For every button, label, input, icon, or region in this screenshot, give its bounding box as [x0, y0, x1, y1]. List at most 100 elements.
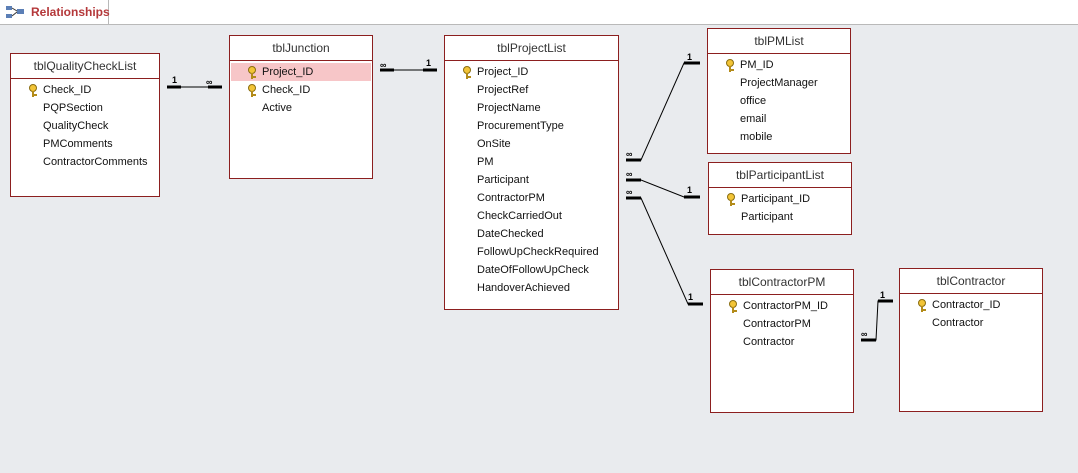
- field-name: Check_ID: [262, 84, 311, 96]
- field-row[interactable]: email: [708, 110, 850, 128]
- field-row[interactable]: ProjectManager: [708, 74, 850, 92]
- rel-many-label: ∞: [206, 77, 213, 87]
- field-name: Active: [262, 102, 292, 114]
- primary-key-icon: [29, 84, 37, 97]
- field-name: PM_ID: [740, 59, 774, 71]
- field-name: ProjectManager: [740, 77, 818, 89]
- table-tblContractorPM[interactable]: tblContractorPM ContractorPM_ID Contract…: [710, 269, 854, 413]
- field-row[interactable]: Check_ID: [11, 81, 159, 99]
- field-name: ProcurementType: [477, 120, 564, 132]
- field-row[interactable]: PQPSection: [11, 99, 159, 117]
- table-tblParticipantList[interactable]: tblParticipantList Participant_ID Partic…: [708, 162, 852, 235]
- field-name: PM: [477, 156, 494, 168]
- field-name: Participant: [741, 211, 793, 223]
- rel-many-label: ∞: [380, 60, 387, 70]
- field-row[interactable]: PM: [445, 153, 618, 171]
- field-name: ProjectRef: [477, 84, 529, 96]
- field-name: Project_ID: [477, 66, 529, 78]
- field-row[interactable]: QualityCheck: [11, 117, 159, 135]
- field-name: mobile: [740, 131, 773, 143]
- primary-key-icon: [463, 66, 471, 79]
- field-row[interactable]: DateChecked: [445, 225, 618, 243]
- field-row[interactable]: HandoverAchieved: [445, 279, 618, 297]
- rel-one-label: 1: [426, 58, 431, 68]
- field-row[interactable]: ProjectName: [445, 99, 618, 117]
- field-name: Participant_ID: [741, 193, 811, 205]
- primary-key-icon: [248, 66, 256, 79]
- table-title[interactable]: tblParticipantList: [709, 163, 851, 188]
- field-name: office: [740, 95, 767, 107]
- table-title[interactable]: tblPMList: [708, 29, 850, 54]
- table-title[interactable]: tblContractorPM: [711, 270, 853, 295]
- field-row[interactable]: FollowUpCheckRequired: [445, 243, 618, 261]
- field-row[interactable]: mobile: [708, 128, 850, 146]
- relationships-icon: [6, 6, 24, 18]
- field-name: ContractorPM_ID: [743, 300, 828, 312]
- relationships-tab[interactable]: Relationships: [0, 0, 110, 24]
- field-name: ContractorPM: [743, 318, 811, 330]
- table-tblPMList[interactable]: tblPMList PM_ID ProjectManager office em…: [707, 28, 851, 154]
- field-name: ProjectName: [477, 102, 541, 114]
- field-name: PMComments: [43, 138, 113, 150]
- field-name: Contractor: [743, 336, 795, 348]
- field-row[interactable]: Contractor_ID: [900, 296, 1042, 314]
- field-row-selected[interactable]: Project_ID: [231, 63, 371, 81]
- rel-one-label: 1: [688, 292, 693, 302]
- relationship-projectlist-participantlist[interactable]: ∞ 1: [626, 169, 700, 199]
- rel-many-label: ∞: [626, 187, 633, 197]
- field-row[interactable]: Project_ID: [445, 63, 618, 81]
- primary-key-icon: [918, 299, 926, 312]
- primary-key-icon: [729, 300, 737, 313]
- table-title[interactable]: tblQualityCheckList: [11, 54, 159, 79]
- tab-label: Relationships: [31, 5, 110, 19]
- table-tblQualityCheckList[interactable]: tblQualityCheckList Check_ID PQPSection …: [10, 53, 160, 197]
- table-title[interactable]: tblProjectList: [445, 36, 618, 61]
- field-name: HandoverAchieved: [477, 282, 570, 294]
- relationship-projectlist-contractorpm[interactable]: ∞ 1: [626, 187, 703, 306]
- rel-one-label: 1: [880, 290, 885, 300]
- field-row[interactable]: Participant: [709, 208, 851, 226]
- relationship-qualitycheck-junction[interactable]: 1 ∞: [167, 75, 222, 89]
- rel-one-label: 1: [687, 52, 692, 62]
- table-title[interactable]: tblJunction: [230, 36, 372, 61]
- field-row[interactable]: Contractor: [900, 314, 1042, 332]
- field-row[interactable]: Active: [230, 99, 372, 117]
- field-name: Contractor: [932, 317, 984, 329]
- field-name: DateOfFollowUpCheck: [477, 264, 589, 276]
- relationship-projectlist-pmlist[interactable]: ∞ 1: [626, 52, 700, 162]
- rel-many-label: ∞: [626, 169, 633, 179]
- field-row[interactable]: OnSite: [445, 135, 618, 153]
- field-row[interactable]: PMComments: [11, 135, 159, 153]
- field-name: CheckCarriedOut: [477, 210, 562, 222]
- table-tblContractor[interactable]: tblContractor Contractor_ID Contractor: [899, 268, 1043, 412]
- table-tblJunction[interactable]: tblJunction Project_ID Check_ID Active: [229, 35, 373, 179]
- field-row[interactable]: ProjectRef: [445, 81, 618, 99]
- field-row[interactable]: ContractorPM: [711, 315, 853, 333]
- field-name: Project_ID: [262, 66, 314, 78]
- field-row[interactable]: Contractor: [711, 333, 853, 351]
- field-row[interactable]: CheckCarriedOut: [445, 207, 618, 225]
- field-name: ContractorPM: [477, 192, 545, 204]
- field-row[interactable]: PM_ID: [708, 56, 850, 74]
- relationship-lines: 1 ∞ ∞ 1 ∞ 1 ∞ 1: [167, 52, 893, 342]
- field-row[interactable]: Participant_ID: [709, 190, 851, 208]
- field-name: QualityCheck: [43, 120, 109, 132]
- relationships-canvas[interactable]: 1 ∞ ∞ 1 ∞ 1 ∞ 1: [0, 25, 1078, 473]
- field-row[interactable]: ContractorPM: [445, 189, 618, 207]
- relationship-contractorpm-contractor[interactable]: ∞ 1: [861, 290, 893, 342]
- field-row[interactable]: DateOfFollowUpCheck: [445, 261, 618, 279]
- field-row[interactable]: ContractorComments: [11, 153, 159, 171]
- relationship-junction-projectlist[interactable]: ∞ 1: [380, 58, 437, 72]
- field-row[interactable]: ProcurementType: [445, 117, 618, 135]
- field-name: Contractor_ID: [932, 299, 1001, 311]
- field-row[interactable]: office: [708, 92, 850, 110]
- table-title[interactable]: tblContractor: [900, 269, 1042, 294]
- field-name: PQPSection: [43, 102, 103, 114]
- primary-key-icon: [726, 59, 734, 72]
- rel-one-label: 1: [172, 75, 177, 85]
- table-tblProjectList[interactable]: tblProjectList Project_ID ProjectRef Pro…: [444, 35, 619, 310]
- field-row[interactable]: ContractorPM_ID: [711, 297, 853, 315]
- field-row[interactable]: Participant: [445, 171, 618, 189]
- field-row[interactable]: Check_ID: [230, 81, 372, 99]
- rel-many-label: ∞: [626, 149, 633, 159]
